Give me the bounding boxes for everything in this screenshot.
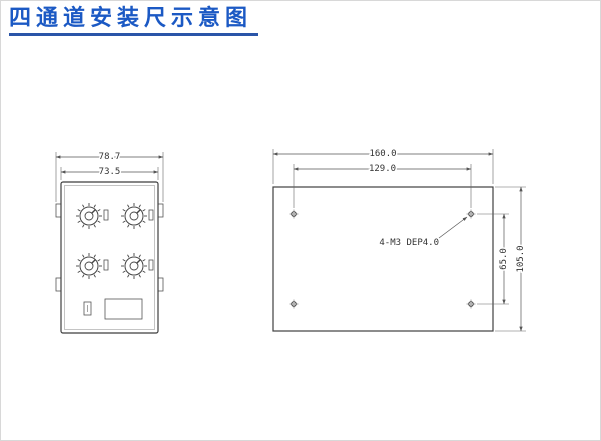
mount-tab (55, 203, 62, 218)
dim-label: 65.0 (499, 248, 509, 270)
indicator-jack (148, 209, 154, 221)
dim-label: 105.0 (516, 245, 526, 272)
hole-note-leader: 4-M3 DEP4.0 (378, 216, 468, 249)
dim-plate-hole-spacing-v: 65.0 (477, 213, 511, 305)
dim-label: 73.5 (99, 167, 121, 177)
dim-label: 78.7 (99, 152, 121, 162)
mount-tab (157, 277, 164, 292)
dim-front-total-width: 78.7 (55, 151, 164, 202)
indicator-jack (103, 209, 109, 221)
page-title: 四通道安装尺示意图 (9, 5, 259, 37)
front-view: 78.7 73.5 (55, 151, 164, 334)
dim-label: 160.0 (369, 149, 396, 159)
mount-tab (157, 203, 164, 218)
dim-plate-hole-spacing-h: 129.0 (293, 163, 472, 208)
indicator-jack (103, 259, 109, 271)
front-panel-bezel (64, 185, 155, 330)
connector-window (104, 298, 143, 320)
mount-tab (55, 277, 62, 292)
mounting-plate-body (272, 186, 494, 332)
hole-note: 4-M3 DEP4.0 (379, 238, 439, 248)
dim-front-panel-width: 73.5 (60, 166, 159, 180)
plate-view: 160.0 129.0 4-M3 DEP4.0 65.0 (272, 148, 528, 332)
dim-label: 129.0 (369, 164, 396, 174)
indicator-jack (148, 259, 154, 271)
dim-plate-total-height: 105.0 (495, 186, 528, 332)
dim-plate-total-width: 160.0 (272, 148, 494, 184)
